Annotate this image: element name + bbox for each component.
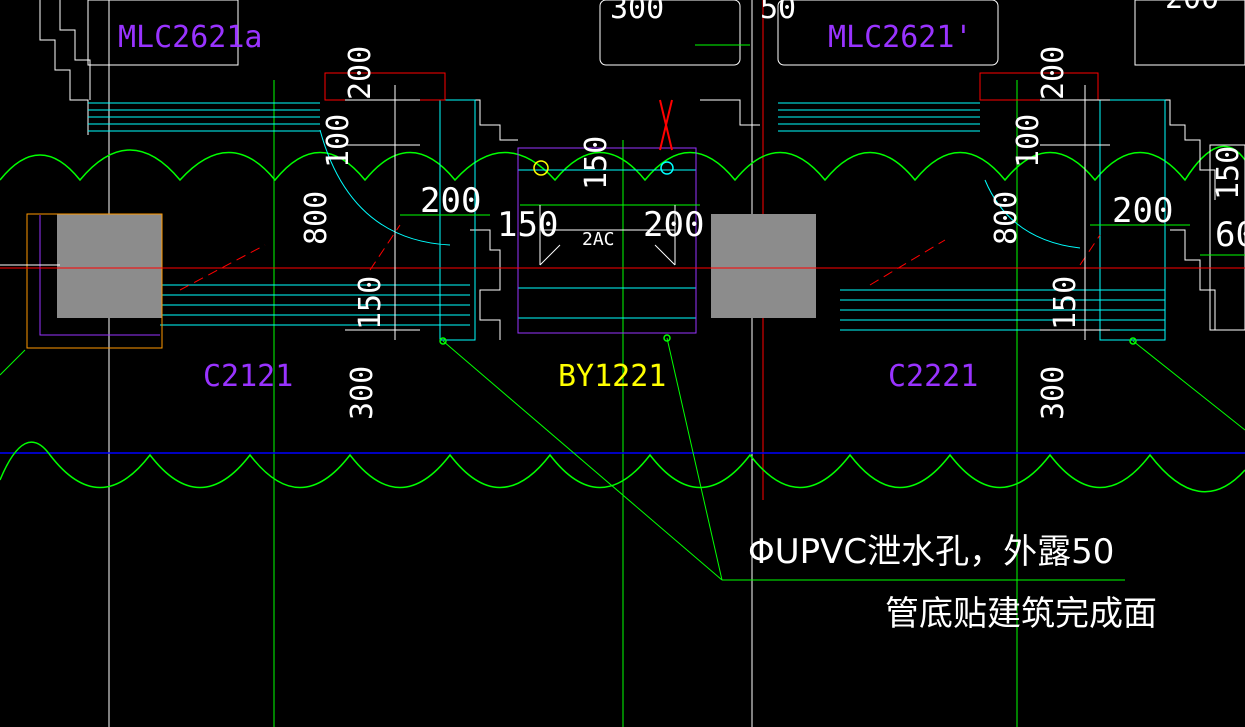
dim-200-a: 200 bbox=[420, 181, 481, 221]
dim-150-a: 150 bbox=[497, 205, 558, 245]
grid-lines bbox=[273, 80, 1018, 727]
revision-cloud-bottom bbox=[0, 441, 1245, 493]
column-left-outline bbox=[26, 213, 163, 349]
cad-labels: MLC2621a MLC2621' C2121 BY1221 C2221 2AC… bbox=[118, 0, 1245, 420]
label-2ac: 2AC bbox=[582, 229, 615, 250]
dim-150-left-low: 150 bbox=[353, 276, 388, 330]
column-left bbox=[57, 214, 162, 318]
label-mlc-right: MLC2621' bbox=[828, 20, 973, 55]
drain-note: ΦUPVC泄水孔，外露50 管底贴建筑完成面 bbox=[748, 532, 1157, 634]
dim-50-top: 50 bbox=[760, 0, 796, 26]
dim-100-left: 100 bbox=[321, 114, 356, 168]
label-window-c2221: C2221 bbox=[888, 359, 978, 394]
door-swing-right bbox=[984, 179, 1081, 249]
dim-150-mid-v: 150 bbox=[579, 136, 614, 190]
dim-200-top-right: 200 bbox=[1036, 46, 1071, 100]
dim-300-right-low: 300 bbox=[1036, 366, 1071, 420]
white-dimension-lines bbox=[0, 85, 1110, 340]
dim-200-c: 200 bbox=[1112, 191, 1173, 231]
dim-150-mid-v2: 150 bbox=[1211, 146, 1245, 200]
column-mid bbox=[711, 214, 816, 318]
revision-cloud-top bbox=[0, 145, 1245, 182]
dim-100-right: 100 bbox=[1011, 114, 1046, 168]
label-window-c2121: C2121 bbox=[203, 359, 293, 394]
wall-outlines bbox=[0, 0, 1245, 340]
dim-800-right: 800 bbox=[989, 191, 1024, 245]
dim-60: 60 bbox=[1215, 215, 1245, 255]
dim-300-top: 300 bbox=[610, 0, 664, 26]
green-dimension-lines bbox=[0, 44, 1245, 581]
dim-200-b: 200 bbox=[643, 205, 704, 245]
label-mlc-left: MLC2621a bbox=[118, 20, 263, 55]
dim-800-left: 800 bbox=[299, 191, 334, 245]
dim-200-top-far: 200 bbox=[1165, 0, 1219, 16]
magenta-outlines bbox=[39, 147, 697, 336]
dim-300-left-low: 300 bbox=[345, 366, 380, 420]
door-swing-left bbox=[319, 129, 451, 246]
dim-200-top-left: 200 bbox=[343, 46, 378, 100]
label-window-by1221: BY1221 bbox=[558, 359, 666, 394]
drain-holes bbox=[439, 160, 1137, 345]
note-line-1: ΦUPVC泄水孔，外露50 bbox=[748, 532, 1114, 572]
dim-150-right-low: 150 bbox=[1048, 276, 1083, 330]
note-line-2: 管底贴建筑完成面 bbox=[885, 594, 1157, 634]
